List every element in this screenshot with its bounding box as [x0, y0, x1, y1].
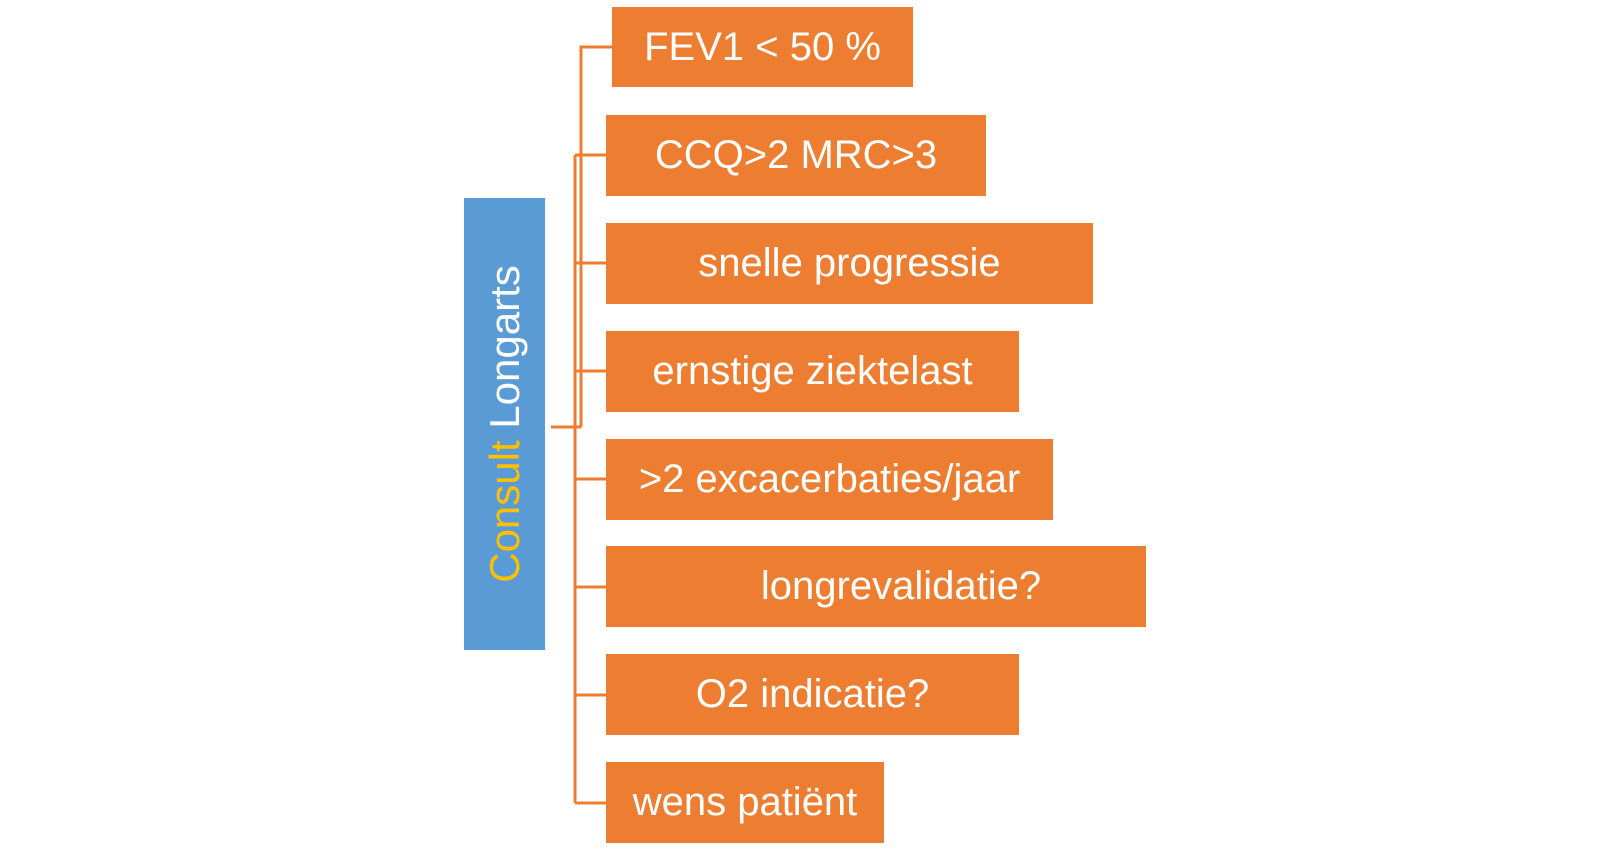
root-word-longarts: Longarts — [480, 265, 528, 429]
root-node: Consult Longarts — [464, 198, 545, 650]
branch-o2-indicatie: O2 indicatie? — [606, 654, 1019, 735]
connector-top — [579, 45, 613, 427]
branch-wens-patient: wens patiënt — [606, 762, 884, 843]
root-word-consult: Consult — [480, 440, 528, 583]
branch-longrevalidatie: longrevalidatie? — [606, 546, 1146, 627]
branch-ernstige-ziektelast: ernstige ziektelast — [606, 331, 1019, 412]
branch-ccq-mrc: CCQ>2 MRC>3 — [606, 115, 986, 196]
branch-fev1: FEV1 < 50 % — [612, 7, 913, 87]
branch-excacerbaties: >2 excacerbaties/jaar — [606, 439, 1053, 520]
root-label: Consult Longarts — [480, 265, 528, 583]
branch-snelle-progressie: snelle progressie — [606, 223, 1093, 304]
